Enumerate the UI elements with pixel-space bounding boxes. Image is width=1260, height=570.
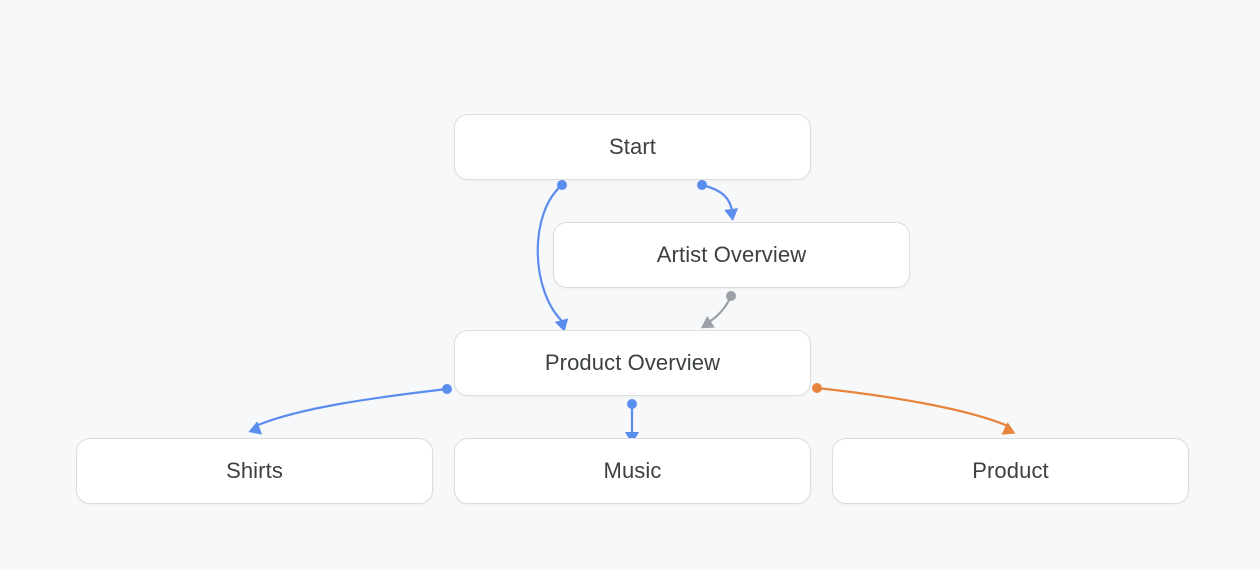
node-label-shirts: Shirts xyxy=(226,458,283,483)
node-label-start: Start xyxy=(609,134,656,159)
node-label-music: Music xyxy=(603,458,662,483)
edge-source-dot-start-to-product-overview xyxy=(557,180,567,190)
node-product[interactable]: Product xyxy=(832,438,1189,504)
edge-source-dot-product-overview-to-shirts xyxy=(442,384,452,394)
node-product-overview[interactable]: Product Overview xyxy=(454,330,811,396)
edge-product-overview-to-shirts xyxy=(248,384,452,435)
edge-artist-overview-to-product-overview xyxy=(700,291,736,329)
node-artist-overview[interactable]: Artist Overview xyxy=(553,222,910,288)
edge-source-dot-product-overview-to-music xyxy=(627,399,637,409)
node-label-artist-overview: Artist Overview xyxy=(656,242,807,267)
node-start[interactable]: Start xyxy=(454,114,811,180)
edge-line-artist-overview-to-product-overview xyxy=(707,294,733,324)
edge-line-start-to-artist-overview xyxy=(700,183,734,213)
edge-arrowhead-start-to-artist-overview xyxy=(724,208,739,221)
node-music[interactable]: Music xyxy=(454,438,811,504)
edge-line-product-overview-to-shirts xyxy=(256,387,449,427)
node-label-product: Product xyxy=(972,458,1049,483)
edge-line-product-overview-to-product xyxy=(815,386,1010,428)
edge-source-dot-artist-overview-to-product-overview xyxy=(726,291,736,301)
edge-product-overview-to-product xyxy=(812,383,1016,435)
node-shirts[interactable]: Shirts xyxy=(76,438,433,504)
edge-source-dot-product-overview-to-product xyxy=(812,383,822,393)
node-label-product-overview: Product Overview xyxy=(544,350,721,375)
edge-start-to-artist-overview xyxy=(697,180,739,221)
edge-source-dot-start-to-artist-overview xyxy=(697,180,707,190)
edge-arrowhead-product-overview-to-shirts xyxy=(248,421,263,435)
